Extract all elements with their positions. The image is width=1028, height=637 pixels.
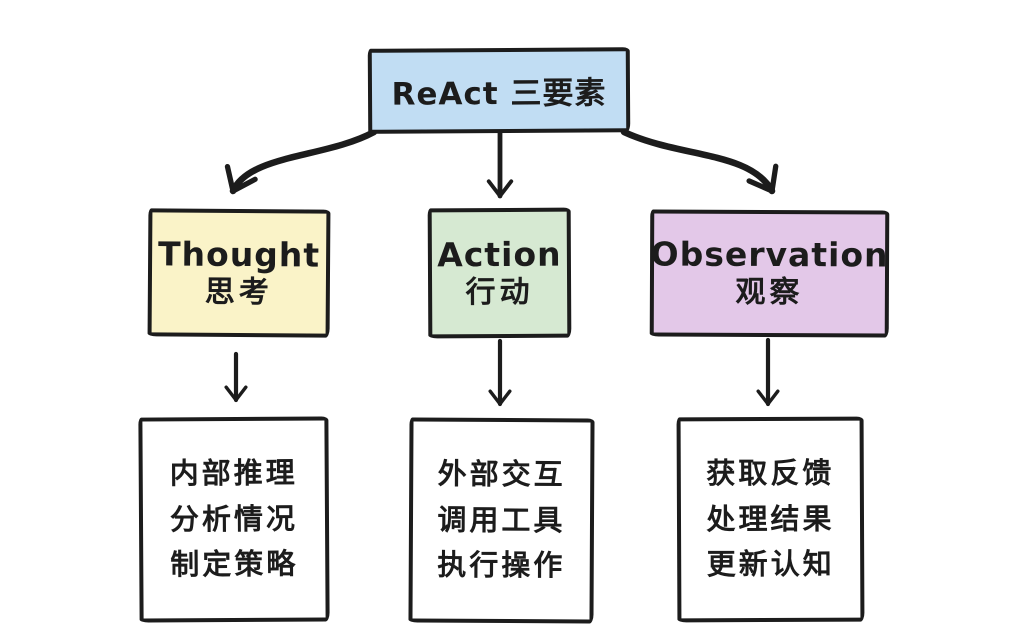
root-title: ReAct 三要素 (391, 75, 607, 113)
detail-line: 分析情况 (169, 501, 299, 536)
node-thought-label-en: Thought (157, 234, 321, 275)
detail-line: 调用工具 (437, 502, 566, 537)
node-observation-label-zh: 观察 (735, 275, 804, 311)
detail-line: 内部推理 (169, 455, 298, 491)
detail-thought: 内部推理 分析情况 制定策略 (138, 416, 330, 623)
detail-observation: 获取反馈 处理结果 更新认知 (676, 416, 865, 623)
node-action-label-zh: 行动 (465, 274, 534, 311)
node-thought: Thought 思考 (147, 208, 331, 338)
node-action: Action 行动 (427, 207, 572, 339)
detail-line: 获取反馈 (706, 455, 835, 491)
node-thought-label-zh: 思考 (204, 274, 273, 311)
node-observation-label-en: Observation (650, 234, 889, 275)
detail-action: 外部交互 调用工具 执行操作 (408, 417, 595, 624)
detail-line: 处理结果 (706, 501, 835, 536)
detail-line: 更新认知 (706, 547, 835, 582)
detail-line: 制定策略 (170, 547, 299, 582)
arrow-root-to-thought (224, 128, 378, 195)
detail-line: 执行操作 (437, 548, 566, 583)
detail-line: 外部交互 (437, 456, 566, 492)
node-observation: Observation 观察 (649, 209, 890, 338)
node-react-root: ReAct 三要素 (367, 47, 631, 134)
node-action-label-en: Action (437, 234, 562, 274)
arrow-root-to-observation (620, 128, 779, 195)
